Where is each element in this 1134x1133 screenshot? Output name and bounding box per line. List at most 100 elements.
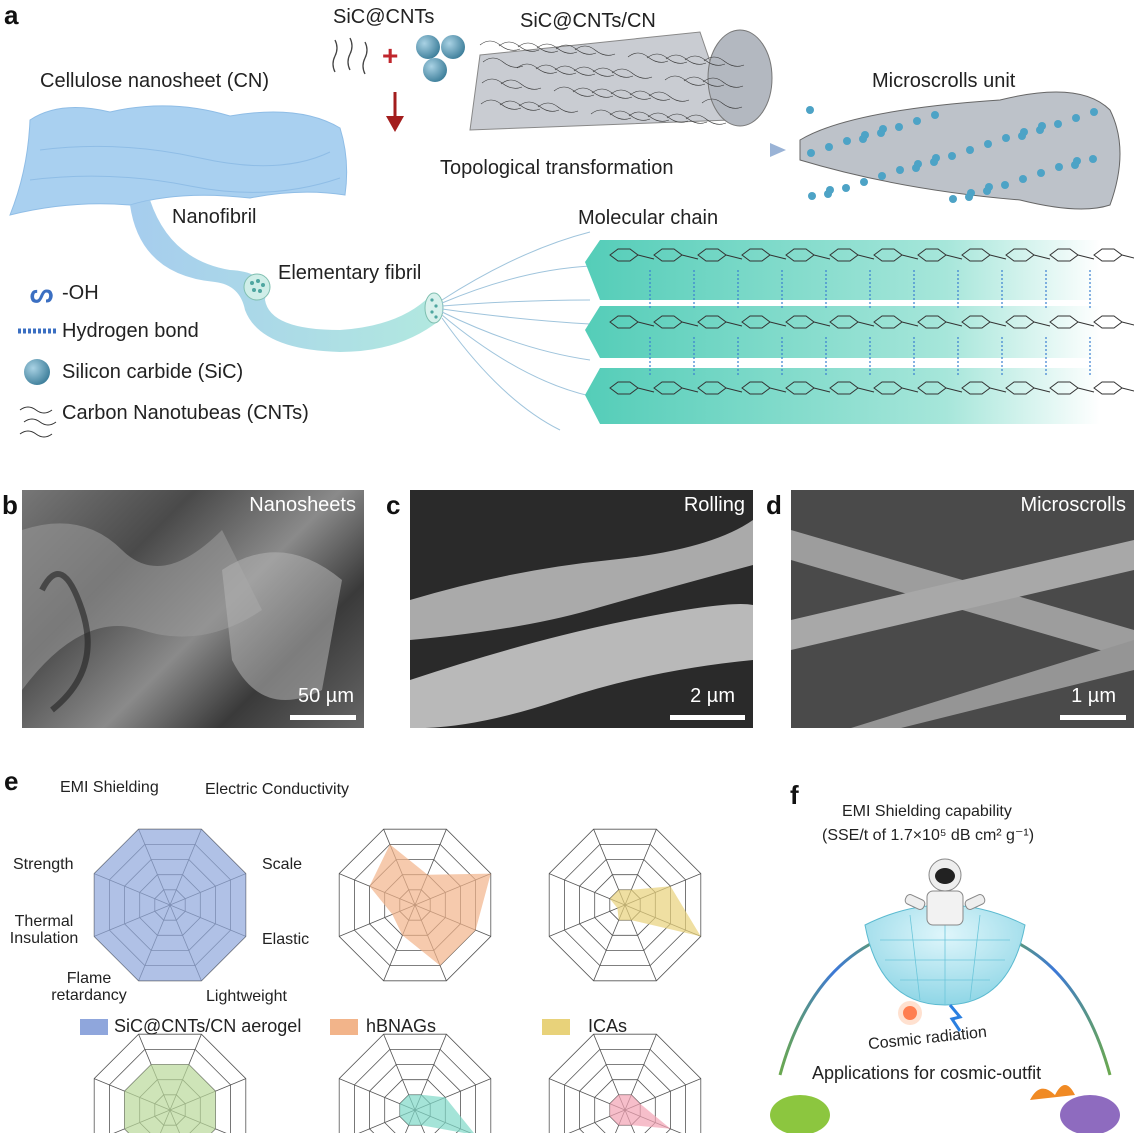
sic-particle	[932, 154, 940, 162]
applications-label: Applications for cosmic-outfit	[812, 1063, 1042, 1083]
sic-particle	[914, 160, 922, 168]
sic-particle	[1002, 134, 1010, 142]
cnt-strand	[701, 98, 743, 109]
panel-e-label: e	[4, 766, 19, 796]
radar-series-area	[124, 1064, 216, 1133]
sic-particle	[984, 140, 992, 148]
sic-particle	[878, 172, 886, 180]
glycosidic-bond	[1077, 387, 1095, 393]
glycosidic-bond	[813, 321, 831, 327]
glycosidic-bond	[725, 321, 743, 327]
sic-particle	[949, 195, 957, 203]
sic-particle	[931, 111, 939, 119]
glycosidic-bond	[637, 321, 655, 327]
panel-b-label: b	[2, 490, 18, 520]
axis-label-elastic: Elastic	[262, 931, 310, 948]
emi-capability-title: EMI Shielding capability	[842, 803, 1012, 820]
glycosidic-bond	[857, 321, 875, 327]
glycosidic-bond	[725, 254, 743, 260]
sic-particle	[1055, 163, 1063, 171]
axis-label-emi: EMI Shielding	[60, 779, 159, 796]
legend-aerogel: SiC@CNTs/CN aerogel	[114, 1016, 302, 1036]
radar-chart-2	[338, 828, 492, 982]
radar-grid-ring	[93, 1033, 247, 1133]
sic-particle	[807, 149, 815, 157]
legend-hbnags: hBNAGs	[366, 1016, 437, 1036]
sic-cnts-label: SiC@CNTs	[333, 6, 435, 28]
sic-particle	[913, 117, 921, 125]
scale-bar-c	[670, 715, 745, 720]
sic-particle	[948, 152, 956, 160]
legend-icas: ICAs	[588, 1016, 628, 1036]
scale-2um: 2 µm	[690, 685, 735, 707]
radar-chart-3	[548, 828, 702, 982]
radar-grid-ring	[564, 1048, 686, 1133]
glycosidic-bond	[681, 387, 699, 393]
radiation-icon-blue	[948, 1004, 963, 1032]
glycosidic-bond	[1077, 321, 1095, 327]
rolling-tag: Rolling	[683, 494, 745, 516]
glycosidic-bond	[637, 387, 655, 393]
radar-series-area	[609, 886, 701, 937]
cnt-strand	[482, 57, 524, 68]
sic-particle	[1037, 169, 1045, 177]
panel-c-label: c	[386, 490, 401, 520]
glycosidic-bond	[769, 387, 787, 393]
axis-label-thermal: Thermal Insulation	[9, 913, 79, 947]
axis-label-lightweight: Lightweight	[206, 988, 287, 1005]
legend-swatch-hbnags	[330, 1019, 358, 1035]
radar-grid-ring	[579, 1064, 671, 1133]
plus-sign: +	[382, 40, 399, 71]
radar-grid-ring	[548, 1033, 702, 1133]
cnt-strand	[574, 45, 616, 56]
sic-particle	[1072, 114, 1080, 122]
cnt-strand	[702, 77, 744, 88]
cnt-strand	[685, 114, 727, 125]
cellulose-label: Cellulose nanosheet (CN)	[40, 70, 270, 92]
glycosidic-bond	[989, 387, 1007, 393]
sic-particle	[879, 125, 887, 133]
radar-spoke	[549, 904, 626, 937]
radar-chart-4	[93, 1033, 247, 1133]
sic-particle	[842, 184, 850, 192]
radar-grid-ring	[338, 1033, 492, 1133]
nanofibril-shape	[130, 200, 440, 352]
sic-sphere-icon	[24, 359, 50, 385]
topological-label: Topological transformation	[440, 157, 674, 179]
sic-particle	[806, 106, 814, 114]
legend-hbond-label: Hydrogen bond	[62, 320, 199, 342]
radiation-icon-orange	[903, 1006, 917, 1020]
outfit-purple-icon	[1060, 1095, 1120, 1133]
cnt-wave-icon	[19, 406, 57, 438]
molecular-chain-label: Molecular chain	[578, 207, 719, 229]
sic-particle	[895, 123, 903, 131]
glycosidic-bond	[901, 387, 919, 393]
scale-bar-d	[1060, 715, 1126, 720]
radar-chart-1	[93, 828, 247, 982]
outfit-green-icon	[770, 1095, 830, 1133]
legend-cnt-label: Carbon Nanotubeas (CNTs)	[62, 402, 309, 424]
glycosidic-bond	[813, 254, 831, 260]
scale-50um: 50 µm	[298, 685, 354, 707]
elementary-fibril-label: Elementary fibril	[278, 262, 422, 284]
sic-particle	[967, 189, 975, 197]
sse-value: (SSE/t of 1.7×10⁵ dB cm² g⁻¹)	[822, 827, 1035, 844]
sic-particle	[1020, 128, 1028, 136]
sic-cnts-cn-label: SiC@CNTs/CN	[520, 10, 656, 32]
glycosidic-bond	[1077, 254, 1095, 260]
glycosidic-bond	[813, 387, 831, 393]
cnt-strand	[537, 102, 579, 113]
sic-particle	[1001, 181, 1009, 189]
axis-label-conductivity: Electric Conductivity	[205, 781, 350, 798]
sic-particle	[825, 143, 833, 151]
sem-image-rolling: Rolling 2 µm	[410, 490, 753, 728]
sic-cnts-cn-sheet	[469, 29, 773, 131]
radar-chart-6	[548, 1033, 702, 1133]
glycosidic-bond	[989, 254, 1007, 260]
glycosidic-bond	[1033, 387, 1051, 393]
hydroxyl-icon: ᔕ	[30, 278, 53, 308]
cnt-lines	[332, 37, 368, 75]
glycosidic-bond	[901, 321, 919, 327]
glycosidic-bond	[1121, 254, 1134, 259]
glycosidic-bond	[945, 387, 963, 393]
